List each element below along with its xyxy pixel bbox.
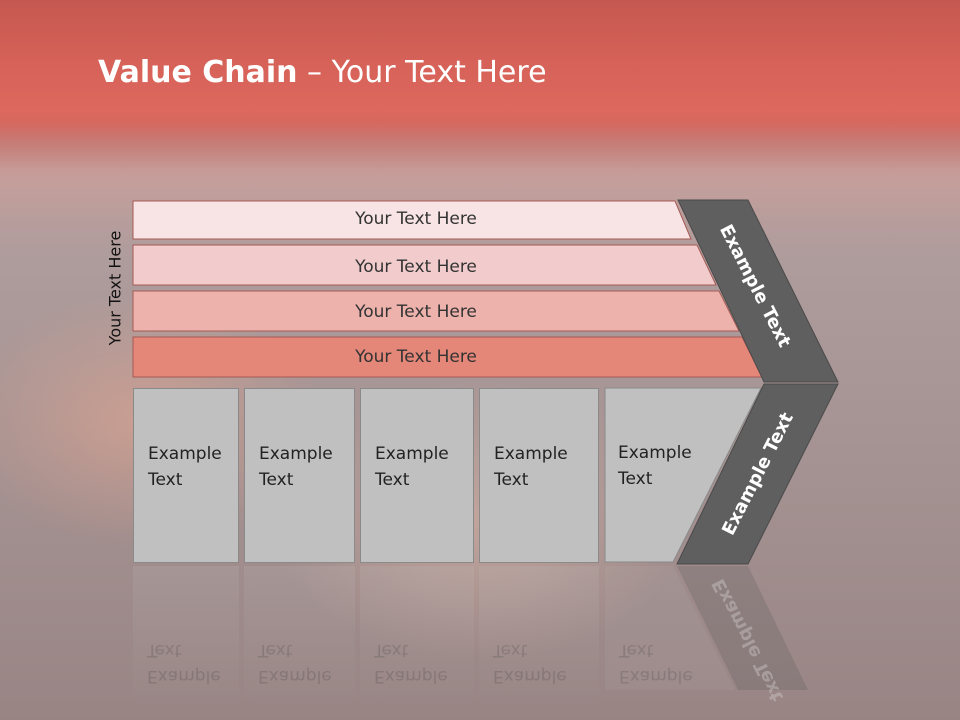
chevron-reflection: [677, 566, 808, 690]
chevron-bottom[interactable]: [676, 383, 839, 565]
card-3-reflection-text: Example Text: [374, 640, 448, 686]
card-3-label: Example Text: [375, 444, 449, 490]
card-1-label: Example Text: [148, 444, 222, 490]
chevron-top[interactable]: [677, 199, 839, 383]
card-5-reflection-box: Example Text: [605, 566, 725, 706]
slide-title[interactable]: Value Chain – Your Text Here: [98, 55, 547, 90]
title-bold: Value Chain: [98, 55, 298, 90]
card-4[interactable]: Example Text: [479, 388, 599, 563]
bar-3[interactable]: [132, 290, 740, 332]
card-3[interactable]: Example Text: [360, 388, 474, 563]
card-5-reflection: [605, 566, 735, 690]
card-1[interactable]: Example Text: [133, 388, 239, 563]
card-4-label: Example Text: [494, 444, 568, 490]
card-4-reflection: Example Text: [479, 566, 599, 706]
card-3-reflection: Example Text: [360, 566, 474, 706]
title-rest: – Your Text Here: [297, 55, 547, 90]
bar-4-label: Your Text Here: [355, 347, 477, 367]
bar-2[interactable]: [132, 244, 717, 286]
card-5-shape[interactable]: [604, 387, 762, 563]
card-2-label: Example Text: [259, 444, 333, 490]
card-2-reflection-text: Example Text: [258, 640, 332, 686]
card-5-reflection-text: Example Text: [619, 640, 693, 686]
card-5-label: Example Text: [618, 443, 692, 489]
card-2[interactable]: Example Text: [244, 388, 355, 563]
bar-1[interactable]: [132, 200, 692, 240]
bar-1-label: Your Text Here: [355, 209, 477, 229]
card-1-reflection-text: Example Text: [147, 640, 221, 686]
card-1-reflection: Example Text: [133, 566, 239, 706]
bar-3-label: Your Text Here: [355, 302, 477, 322]
card-2-reflection: Example Text: [244, 566, 355, 706]
bar-2-label: Your Text Here: [355, 257, 477, 277]
card-4-reflection-text: Example Text: [493, 640, 567, 686]
